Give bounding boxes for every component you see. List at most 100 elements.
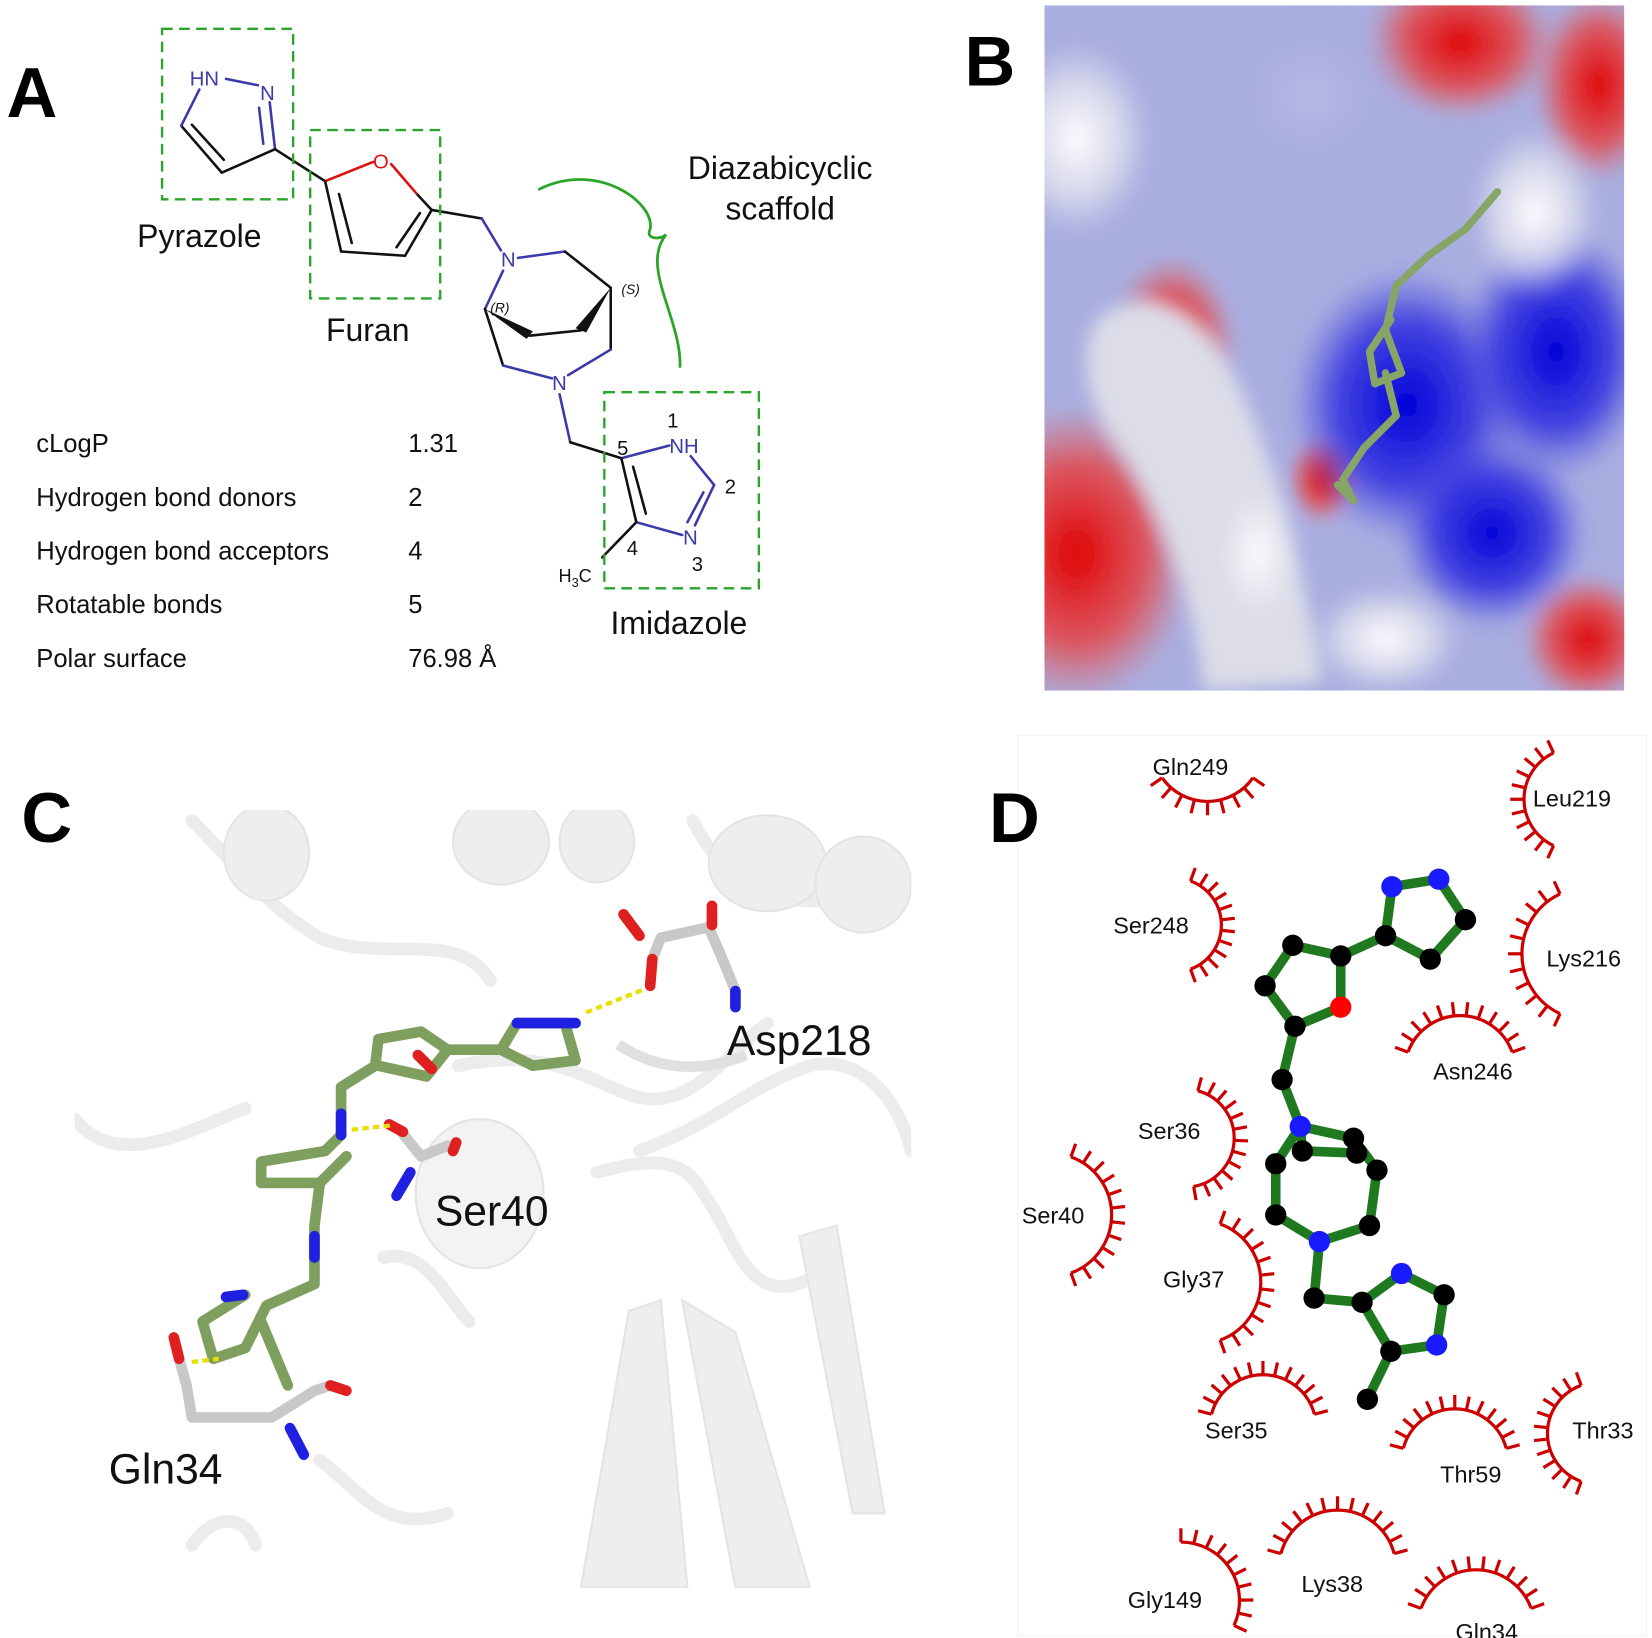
contact-spoke <box>1574 1371 1583 1386</box>
contact-spoke <box>1388 1533 1403 1544</box>
contact-spoke <box>1435 1005 1444 1020</box>
contact-spoke <box>1552 1013 1562 1027</box>
contact-spoke <box>1381 1520 1395 1533</box>
hydrophobic-arc <box>1209 1373 1316 1415</box>
nitrogen-atom <box>1308 1230 1331 1253</box>
contact-spoke <box>1515 917 1530 927</box>
furan-box <box>309 128 442 300</box>
contact-spoke <box>1414 1587 1428 1599</box>
contact-spoke <box>1231 1333 1242 1347</box>
ring-number-2: 2 <box>725 476 736 498</box>
contact-spoke <box>1218 1339 1227 1354</box>
carbon-atom <box>1358 1214 1381 1237</box>
contact-spoke <box>1111 1204 1126 1210</box>
panel-label-c: C <box>21 778 72 857</box>
carbon-atom <box>1284 1015 1306 1037</box>
contact-spoke <box>1197 1409 1212 1416</box>
ring-number-3: 3 <box>692 554 703 576</box>
contact-spoke <box>1511 809 1526 816</box>
contact-spoke <box>1524 994 1538 1006</box>
contact-spoke <box>1302 1383 1316 1396</box>
label-pyrazole: Pyrazole <box>137 218 261 254</box>
contact-spoke <box>1206 1081 1216 1096</box>
contact-spoke <box>1524 902 1538 914</box>
contact-spoke <box>1272 1533 1287 1544</box>
contact-spoke <box>1223 1099 1237 1111</box>
contact-spoke <box>1267 1548 1282 1556</box>
contact-spoke <box>1227 1160 1242 1170</box>
contact-spoke <box>1424 1400 1434 1415</box>
residue-asn246: Asn246 <box>1394 1002 1526 1085</box>
methyl-label: H3C <box>559 566 592 590</box>
contact-spoke <box>1389 1443 1404 1450</box>
contact-spoke <box>1551 1468 1564 1481</box>
carbon-atom <box>1291 1140 1314 1162</box>
chemical-structure: HN N O N N NH N (R) (S) H3C 1 2 3 4 5 <box>179 68 736 590</box>
contact-spoke <box>1515 981 1530 991</box>
contact-spoke <box>1542 1397 1557 1408</box>
residue-label: Lys38 <box>1301 1571 1363 1597</box>
hydrophobic-arc <box>1401 1407 1508 1449</box>
contact-spoke <box>1192 1529 1199 1544</box>
property-label: Hydrogen bond acceptors <box>36 537 329 565</box>
ligand-atoms <box>1254 868 1477 1410</box>
property-value: 1.31 <box>408 430 458 458</box>
contact-spoke <box>1101 1246 1115 1257</box>
contact-spoke <box>1537 1004 1549 1018</box>
contact-spoke <box>1202 1395 1217 1405</box>
residue-label: Thr33 <box>1572 1418 1633 1444</box>
contact-spoke <box>1231 1149 1247 1157</box>
contact-spoke <box>1219 799 1226 814</box>
atom-nh: NH <box>669 436 698 458</box>
contact-spoke <box>1212 1176 1224 1191</box>
carbon-atom <box>1346 1142 1368 1164</box>
label-asp218: Asp218 <box>727 1017 872 1065</box>
panel-label-d: D <box>989 778 1040 857</box>
contact-spoke <box>1256 1300 1272 1309</box>
contact-spoke <box>1516 820 1530 830</box>
ring-number-4: 4 <box>627 538 638 560</box>
contact-spoke <box>1284 1366 1293 1381</box>
contact-spoke <box>1466 1556 1472 1571</box>
contact-spoke <box>1552 880 1562 895</box>
hydrophobic-contacts: Gln249Leu219Ser248Lys216Asn246Ser36Ser40… <box>1022 739 1634 1638</box>
contact-spoke <box>1505 1032 1520 1043</box>
contact-spoke <box>1206 881 1219 894</box>
property-label: Rotatable bonds <box>36 591 222 619</box>
contact-spoke <box>1292 1510 1304 1524</box>
contact-spoke <box>1256 1255 1272 1264</box>
residue-ser36: Ser36 <box>1138 1077 1249 1201</box>
hydrogen-bonds <box>191 987 646 1365</box>
residue-gln249: Gln249 <box>1149 754 1266 816</box>
residue-sticks <box>168 900 741 1461</box>
residue-label: Lys216 <box>1546 946 1621 972</box>
contact-spoke <box>1234 1138 1249 1143</box>
hydrophobic-arc <box>1419 1568 1533 1609</box>
atom-n-lower: N <box>552 373 567 395</box>
residue-label: Gly37 <box>1163 1266 1224 1292</box>
contact-spoke <box>1215 1089 1228 1103</box>
carbon-atom <box>1433 1284 1455 1306</box>
contact-spoke <box>1533 838 1545 852</box>
contact-spoke <box>1438 1396 1445 1411</box>
contact-spoke <box>1497 1020 1510 1033</box>
stereo-r: (R) <box>490 299 509 315</box>
contact-spoke <box>1501 1429 1516 1439</box>
contact-spoke <box>1536 1410 1551 1419</box>
residue-label: Gly149 <box>1128 1587 1202 1613</box>
contact-spoke <box>1360 1502 1370 1517</box>
nitrogen-atom <box>1425 1334 1448 1356</box>
label-scaffold-line1: Diazabicyclic <box>688 150 873 186</box>
hydrophobic-arc <box>1406 1014 1514 1053</box>
contact-spoke <box>1394 1045 1409 1054</box>
contact-spoke <box>1218 903 1233 912</box>
nitrogen-atom <box>1289 1115 1311 1138</box>
contact-spoke <box>1505 1565 1516 1580</box>
property-value: 2 <box>408 484 422 512</box>
contact-spoke <box>1252 776 1266 788</box>
carbon-atom <box>1351 1291 1373 1313</box>
carbon-atom <box>1366 1159 1388 1181</box>
contact-spoke <box>1464 1002 1470 1017</box>
carbon-atom <box>1419 948 1441 970</box>
residue-label: Asn246 <box>1433 1059 1513 1085</box>
